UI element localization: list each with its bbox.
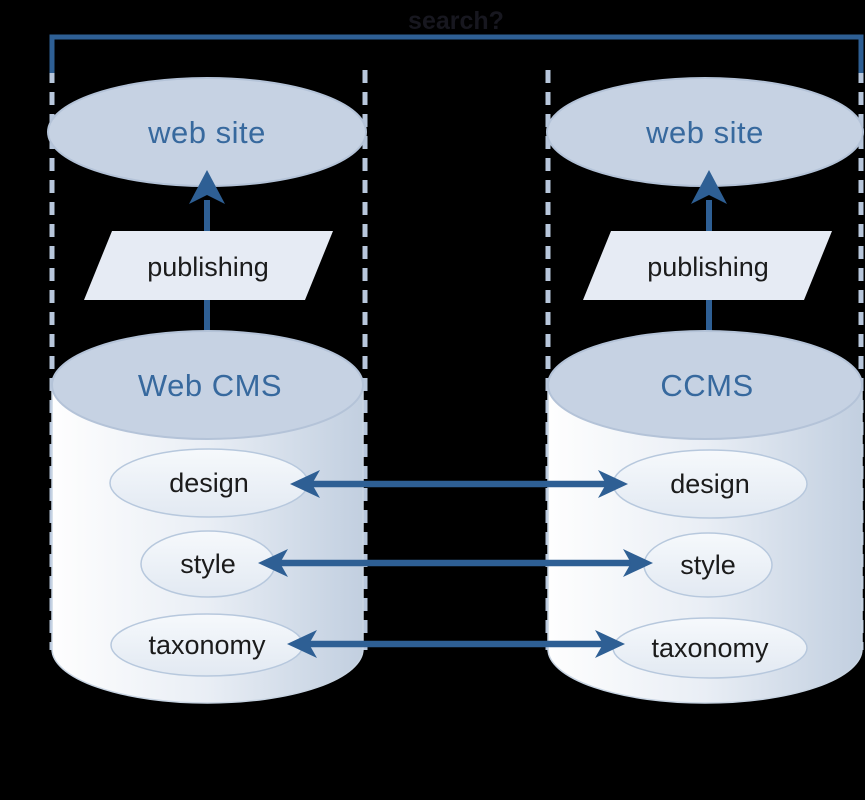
dashed-boundary-lines <box>49 70 864 650</box>
website-label-right: web site <box>645 115 764 150</box>
publishing-label-left: publishing <box>147 252 269 282</box>
webcms-label: Web CMS <box>138 368 282 403</box>
sync-arrowhead-design-left <box>290 470 320 498</box>
taxonomy-label-right: taxonomy <box>651 633 769 663</box>
sync-arrowhead-design-right <box>598 470 628 498</box>
publishing-parallelogram-left <box>84 231 333 300</box>
publish-arrowhead-left <box>189 170 225 204</box>
sync-arrow-design <box>290 470 628 498</box>
sync-arrow-style <box>258 549 653 577</box>
search-question-label: search? <box>408 7 504 35</box>
sync-arrows <box>258 470 653 658</box>
taxonomy-label-left: taxonomy <box>148 630 266 660</box>
style-label-right: style <box>680 550 736 580</box>
design-label-left: design <box>169 468 249 498</box>
website-label-left: web site <box>147 115 266 150</box>
style-label-left: style <box>180 549 236 579</box>
publishing-parallelogram-right <box>583 231 832 300</box>
ccms-cylinder-top <box>547 330 863 440</box>
sync-arrowhead-taxonomy-left <box>287 630 317 658</box>
ccms-label: CCMS <box>660 368 753 403</box>
publishing-label-right: publishing <box>647 252 769 282</box>
design-label-right: design <box>670 469 750 499</box>
sync-arrowhead-taxonomy-right <box>595 630 625 658</box>
sync-arrowhead-style-right <box>623 549 653 577</box>
ccms-group: web site publishing CCMS design style ta… <box>546 77 864 704</box>
sync-arrowhead-style-left <box>258 549 288 577</box>
webcms-group: web site publishing Web CMS design style… <box>47 77 367 704</box>
publish-arrowhead-right <box>691 170 727 204</box>
search-scope-bracket <box>49 34 864 73</box>
webcms-cylinder-top <box>51 330 364 440</box>
sync-arrow-taxonomy <box>287 630 625 658</box>
